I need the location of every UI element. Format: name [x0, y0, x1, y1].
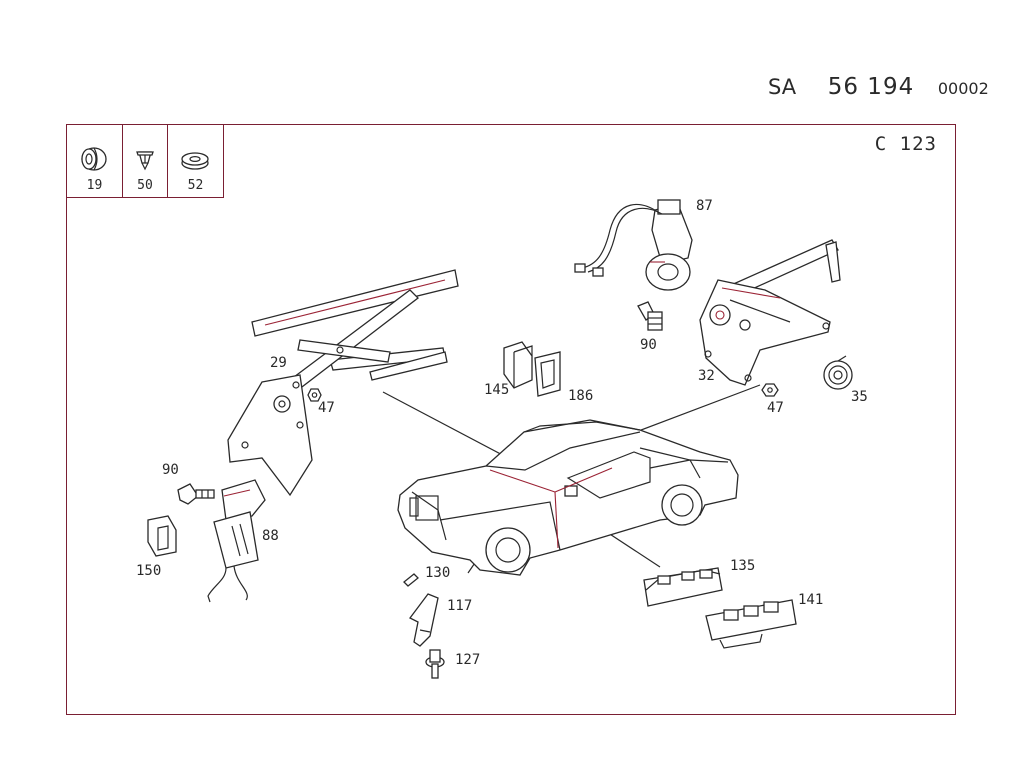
bolt-icon[interactable] [637, 301, 663, 331]
callout-87: 87 [696, 198, 713, 214]
legend-label: 19 [86, 178, 103, 193]
washer-icon [181, 152, 209, 170]
callout-90: 90 [640, 337, 657, 353]
header-suffix: 00002 [937, 79, 989, 98]
window-regulator-left[interactable] [227, 269, 459, 497]
callout-150: 150 [136, 563, 162, 579]
legend-label: 50 [137, 178, 153, 193]
callout-141: 141 [798, 592, 824, 608]
bracket-117[interactable] [409, 593, 439, 647]
window-regulator-right[interactable] [699, 239, 841, 386]
callout-135: 135 [730, 558, 756, 574]
switch-145[interactable] [503, 341, 533, 389]
callout-186: 186 [568, 388, 594, 404]
window-motor-right[interactable] [574, 199, 693, 291]
diagram-frame: C 123 19 50 [66, 124, 956, 715]
nut-icon[interactable] [307, 388, 322, 402]
bolt-icon[interactable] [177, 483, 215, 505]
header-number: 56 194 [827, 74, 915, 100]
clip-130[interactable] [403, 573, 419, 587]
callout-47: 47 [318, 400, 335, 416]
callout-145: 145 [484, 382, 510, 398]
bolt-127[interactable] [425, 649, 445, 679]
switch-150[interactable] [147, 515, 177, 557]
legend-cell-50[interactable]: 50 [122, 125, 167, 197]
legend-label: 52 [187, 178, 204, 193]
callout-32: 32 [698, 368, 715, 384]
spring-icon[interactable] [823, 355, 853, 390]
diagram-header: SA 56 194 00002 [768, 74, 989, 100]
switch-block-141[interactable] [705, 599, 797, 649]
legend-cell-19[interactable]: 19 [67, 125, 122, 197]
small-parts-legend: 19 50 52 [67, 125, 224, 198]
callout-90: 90 [162, 462, 179, 478]
callout-88: 88 [262, 528, 279, 544]
callout-29: 29 [270, 355, 287, 371]
callout-117: 117 [447, 598, 473, 614]
window-motor-left[interactable] [207, 479, 266, 603]
push-clip-icon [136, 151, 154, 171]
model-label: C 123 [874, 133, 937, 155]
header-prefix: SA [768, 75, 797, 99]
nut-icon[interactable] [761, 383, 779, 397]
car-outline[interactable] [397, 419, 739, 576]
callout-35: 35 [851, 389, 868, 405]
bezel-186[interactable] [534, 351, 561, 397]
callout-127: 127 [455, 652, 481, 668]
legend-cell-52[interactable]: 52 [167, 125, 223, 197]
grommet-icon [81, 147, 107, 171]
switch-block-135[interactable] [643, 567, 723, 607]
callout-47: 47 [767, 400, 784, 416]
callout-130: 130 [425, 565, 451, 581]
